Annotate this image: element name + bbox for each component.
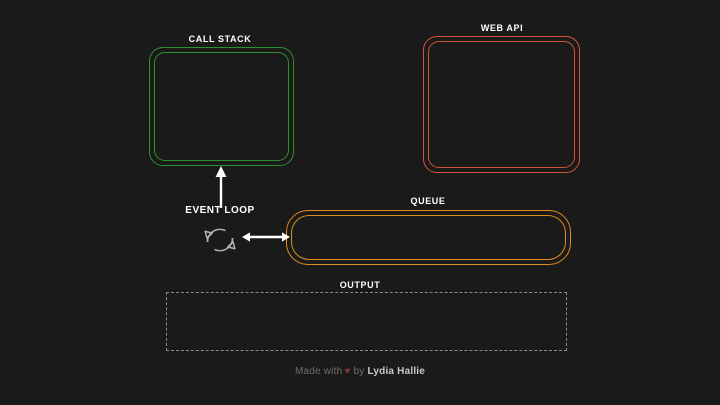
queue-inner-border bbox=[291, 215, 566, 260]
footer-credit: Made with♥by Lydia Hallie bbox=[0, 366, 720, 377]
web-api-panel[interactable] bbox=[423, 36, 580, 173]
heart-icon: ♥ bbox=[344, 366, 351, 377]
output-content bbox=[175, 301, 558, 342]
call-stack-panel[interactable] bbox=[149, 47, 294, 166]
footer-connector: by bbox=[353, 366, 365, 377]
web-api-content bbox=[432, 45, 571, 164]
output-panel[interactable] bbox=[166, 292, 567, 351]
web-api-inner-border bbox=[428, 41, 575, 168]
arrow-up-icon bbox=[207, 166, 235, 208]
circular-arrows-icon bbox=[198, 219, 242, 261]
call-stack-outer-border bbox=[149, 47, 294, 166]
footer-author[interactable]: Lydia Hallie bbox=[367, 366, 426, 377]
web-api-outer-border bbox=[423, 36, 580, 173]
queue-content bbox=[304, 220, 553, 255]
call-stack-inner-border bbox=[154, 52, 289, 161]
queue-panel[interactable] bbox=[286, 210, 571, 265]
call-stack-label: CALL STACK bbox=[188, 34, 252, 44]
arrow-left-right-icon bbox=[242, 227, 290, 247]
call-stack-content bbox=[158, 56, 285, 157]
queue-label: QUEUE bbox=[410, 196, 446, 206]
web-api-label: WEB API bbox=[480, 23, 524, 33]
event-loop-label: EVENT LOOP bbox=[185, 205, 255, 216]
footer-prefix: Made with bbox=[294, 366, 343, 377]
output-label: OUTPUT bbox=[339, 280, 381, 290]
